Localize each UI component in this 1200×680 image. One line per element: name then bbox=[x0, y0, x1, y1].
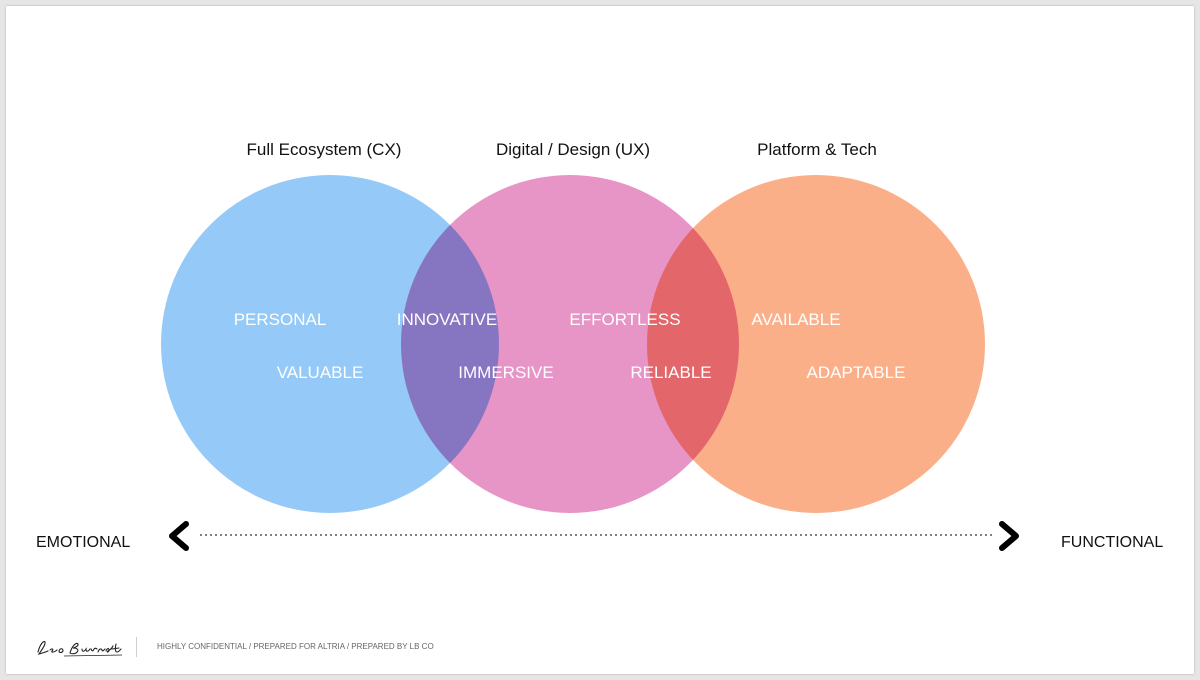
heading-digital-design: Digital / Design (UX) bbox=[496, 140, 650, 159]
heading-full-ecosystem: Full Ecosystem (CX) bbox=[246, 140, 402, 159]
circle-digital-design bbox=[401, 175, 739, 513]
slide: Full Ecosystem (CX) Digital / Design (UX… bbox=[6, 6, 1194, 674]
word-adaptable: ADAPTABLE bbox=[807, 363, 906, 382]
word-available: AVAILABLE bbox=[751, 310, 840, 329]
heading-platform-tech: Platform & Tech bbox=[757, 140, 877, 159]
circle-platform-tech bbox=[647, 175, 985, 513]
word-innovative: INNOVATIVE bbox=[397, 310, 497, 329]
footer-confidential-text: HIGHLY CONFIDENTIAL / PREPARED FOR ALTRI… bbox=[157, 642, 434, 651]
word-valuable: VALUABLE bbox=[277, 363, 364, 382]
axis-label-functional: FUNCTIONAL bbox=[1061, 534, 1164, 551]
circle-full-ecosystem bbox=[161, 175, 499, 513]
word-effortless: EFFORTLESS bbox=[569, 310, 680, 329]
word-personal: PERSONAL bbox=[234, 310, 327, 329]
chevron-left-icon bbox=[169, 521, 189, 551]
word-immersive: IMMERSIVE bbox=[458, 363, 553, 382]
word-reliable: RELIABLE bbox=[630, 363, 711, 382]
footer-divider bbox=[136, 637, 137, 657]
chevron-right-icon bbox=[999, 521, 1019, 551]
axis-label-emotional: EMOTIONAL bbox=[36, 534, 131, 551]
leo-burnett-logo bbox=[37, 640, 123, 657]
venn-diagram: PERSONAL VALUABLE INNOVATIVE IMMERSIVE E… bbox=[161, 175, 1019, 551]
